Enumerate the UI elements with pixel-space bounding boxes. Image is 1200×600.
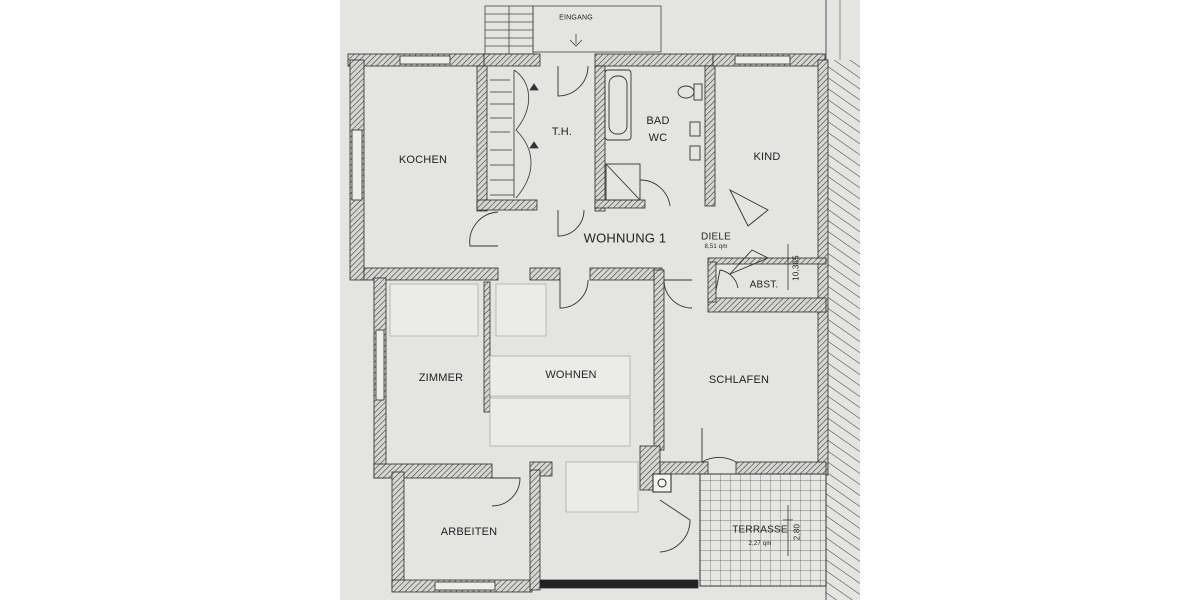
terrace-grid — [699, 473, 827, 587]
doors — [469, 65, 770, 553]
room-label-terrasse: TERRASSE — [732, 524, 788, 536]
room-label-wohnen: WOHNEN — [545, 369, 597, 381]
entrance-label: EINGANG — [559, 14, 593, 22]
floor-plan-sheet: EINGANG KOCHEN T.H. BAD WC KIND WOHNUNG … — [340, 0, 860, 600]
room-label-abst: ABST. — [749, 279, 779, 291]
room-label-kochen: KOCHEN — [398, 154, 448, 166]
room-label-bad: BAD — [646, 115, 670, 127]
width-dimension: 10,365 — [791, 255, 801, 281]
interior-stair — [490, 69, 539, 199]
terrasse-area: 2,27 qm — [748, 541, 772, 547]
neighbour-hatch — [825, 60, 860, 600]
entrance-canopy — [532, 5, 662, 53]
bathroom-fixtures — [604, 69, 703, 207]
room-label-th: T.H. — [551, 126, 573, 138]
unit-label: WOHNUNG 1 — [583, 230, 667, 246]
windows — [351, 55, 791, 591]
dimension-lines — [783, 244, 793, 556]
room-label-arbeiten: ARBEITEN — [440, 526, 498, 538]
walls — [347, 53, 829, 593]
diele-area: 8,51 qm — [704, 244, 728, 250]
room-label-kind: KIND — [753, 151, 781, 163]
stove-symbol — [652, 473, 672, 493]
furniture-blocks — [389, 283, 639, 513]
room-label-diele: DIELE — [701, 231, 731, 243]
room-label-zimmer: ZIMMER — [418, 372, 464, 384]
terrace-dimension: 2,80 — [792, 523, 802, 541]
room-label-wc: WC — [648, 132, 668, 144]
floor-plan-drawing — [347, 0, 860, 600]
entrance-stair — [484, 5, 534, 55]
room-label-schlafen: SCHLAFEN — [708, 374, 770, 386]
